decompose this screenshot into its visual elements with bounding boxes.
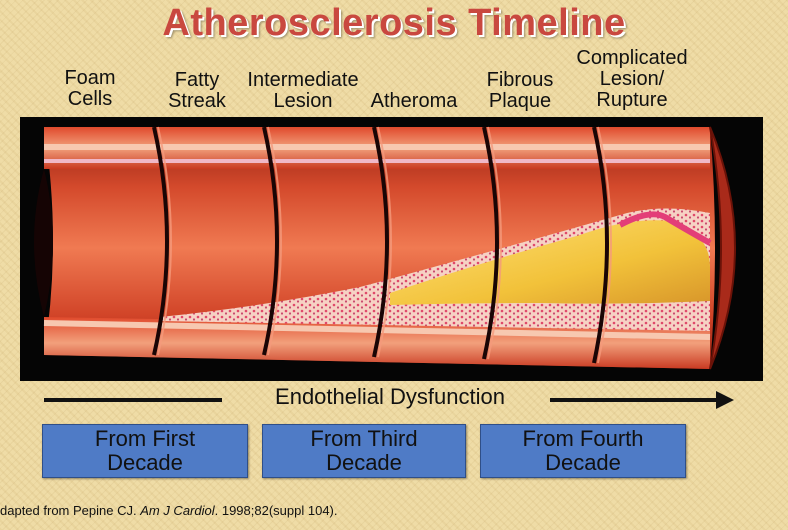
stage-label-foam-cells: Foam Cells [48, 68, 132, 110]
stage-label-fatty-streak: Fatty Streak [152, 70, 242, 112]
decade-box-line: Decade [545, 450, 621, 475]
stage-label-line: Plaque [488, 90, 552, 112]
artery-illustration [34, 126, 736, 370]
decade-box-first: From First Decade [42, 424, 248, 478]
endothelial-line-left [44, 398, 222, 402]
citation-journal: Am J Cardiol [140, 503, 215, 518]
stage-label-line: Foam [64, 67, 116, 89]
artery-cross-section-diagram [20, 117, 763, 381]
citation-prefix: dapted from Pepine CJ. [0, 503, 141, 518]
stage-label-atheroma: Atheroma [362, 70, 466, 112]
decade-box-line: Decade [326, 450, 402, 475]
stage-label-line: Atheroma [370, 90, 458, 112]
artery-open-end-left [34, 169, 53, 317]
segment-highlights [157, 126, 612, 364]
decade-box-line: From Fourth [522, 426, 644, 451]
endothelial-line-right [550, 398, 718, 402]
stage-label-intermediate-lesion: Intermediate Lesion [240, 70, 366, 112]
stage-label-line: Complicated [576, 47, 688, 69]
stage-label-line: Lesion [273, 90, 333, 112]
rupture-thrombus [618, 211, 712, 246]
arrow-right-icon [716, 391, 734, 409]
endothelial-dysfunction-label: Endothelial Dysfunction [275, 384, 505, 409]
decade-box-line: Decade [107, 450, 183, 475]
stage-label-complicated-lesion-rupture: Complicated Lesion/ Rupture [566, 48, 698, 111]
stage-label-line: Intermediate [247, 69, 359, 91]
stage-label-line: Rupture [596, 89, 668, 111]
stage-label-line: Fibrous [486, 69, 554, 91]
segment-dividers [152, 126, 609, 364]
stage-label-line [362, 70, 466, 91]
stage-label-line: Fatty [174, 69, 220, 91]
page-title: Atherosclerosis Timeline [162, 2, 626, 44]
artery-end-cap-right [709, 126, 736, 370]
decade-box-third: From Third Decade [262, 424, 466, 478]
decade-box-fourth: From Fourth Decade [480, 424, 686, 478]
decade-box-line: From Third [310, 426, 418, 451]
decade-box-line: From First [94, 426, 196, 451]
plaque-lipid-core [390, 220, 710, 305]
stage-label-fibrous-plaque: Fibrous Plaque [472, 70, 568, 112]
stage-label-line: Cells [67, 88, 113, 110]
citation: dapted from Pepine CJ. Am J Cardiol. 199… [0, 503, 338, 518]
stage-label-line: Streak [168, 90, 226, 112]
citation-suffix: . 1998;82(suppl 104). [214, 503, 338, 518]
stage-label-line: Lesion/ [599, 68, 665, 90]
